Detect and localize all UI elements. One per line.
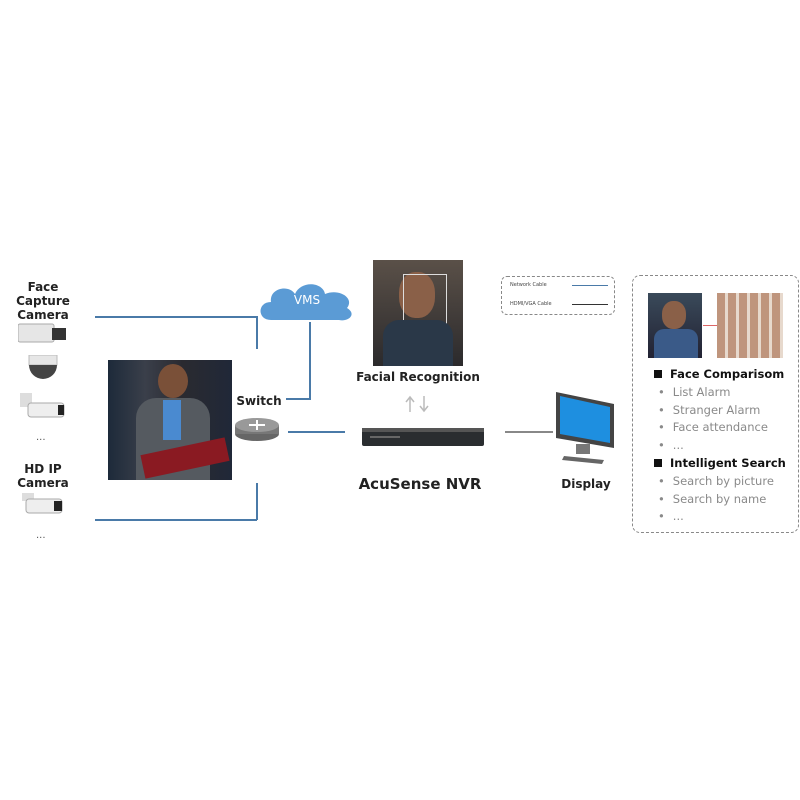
vms-label: VMS <box>293 293 321 307</box>
hd-camera-more: ... <box>36 530 46 541</box>
list-item: Face attendance <box>654 419 786 437</box>
exchange-arrows-icon <box>405 395 429 413</box>
hd-camera-icon <box>22 493 63 514</box>
legend-network-label: Network Cable <box>510 282 547 288</box>
face-camera-more: ... <box>36 432 46 443</box>
box-camera-icon <box>18 323 66 343</box>
legend-hdmi-label: HDMI/VGA Cable <box>510 301 552 307</box>
nvr-label: AcuSense NVR <box>358 475 482 493</box>
display-monitor-icon <box>556 392 614 464</box>
nvr-device-icon <box>362 428 484 446</box>
face-capture-camera-label: Face Capture Camera <box>16 280 70 322</box>
features-panel <box>632 275 799 533</box>
switch-label: Switch <box>236 394 282 408</box>
dome-camera-icon <box>28 355 58 379</box>
list-item: Search by name <box>654 491 786 509</box>
network-cable-line <box>286 398 311 400</box>
hd-ip-camera-label: HD IP Camera <box>17 462 69 490</box>
display-label: Display <box>561 477 611 491</box>
switch-icon <box>235 418 279 441</box>
face-snapshot-photo <box>648 293 702 358</box>
face-comparison-heading: Face Comparisom <box>654 366 786 384</box>
features-list: Face Comparisom List Alarm Stranger Alar… <box>654 366 786 526</box>
match-line <box>703 325 717 326</box>
bullet-camera-icon <box>20 393 65 418</box>
network-cable-line <box>256 483 258 520</box>
list-item: List Alarm <box>654 384 786 402</box>
facial-recognition-photo <box>373 260 463 366</box>
hdmi-cable-line <box>505 431 553 433</box>
network-cable-line <box>288 431 345 433</box>
legend-network-line <box>572 285 608 286</box>
list-item: Search by picture <box>654 473 786 491</box>
network-cable-line <box>256 316 258 349</box>
person-reading-photo <box>108 360 232 480</box>
legend-box: Network Cable HDMI/VGA Cable <box>501 276 615 315</box>
network-cable-line <box>95 316 257 318</box>
vms-cloud-icon <box>260 284 352 321</box>
face-database-photo <box>717 293 783 358</box>
network-cable-line <box>95 519 257 521</box>
facial-recognition-label: Facial Recognition <box>356 370 480 384</box>
intelligent-search-heading: Intelligent Search <box>654 455 786 473</box>
legend-hdmi-line <box>572 304 608 305</box>
network-cable-line <box>309 322 311 400</box>
list-item: Stranger Alarm <box>654 402 786 420</box>
list-item: ... <box>654 508 786 526</box>
list-item: ... <box>654 437 786 455</box>
